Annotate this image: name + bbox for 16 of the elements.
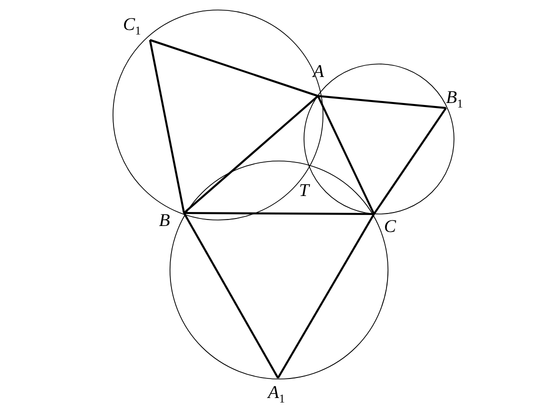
point-label: A xyxy=(313,62,324,80)
line-segment xyxy=(317,96,375,214)
point-label: T xyxy=(299,181,310,199)
line-segment xyxy=(149,40,185,214)
line-segment xyxy=(183,212,279,378)
line-segment xyxy=(373,107,447,215)
line-segment xyxy=(184,212,374,215)
line-segment xyxy=(318,95,446,109)
point-label: C$_{1}$ xyxy=(123,15,142,40)
point-label: B xyxy=(159,211,170,229)
line-segment xyxy=(183,95,319,214)
point-label: A$_{1}$ xyxy=(268,383,285,408)
point-label: C xyxy=(384,217,396,235)
point-label: B$_{1}$ xyxy=(446,88,463,113)
line-segment xyxy=(150,39,318,97)
line-segment xyxy=(277,214,375,378)
